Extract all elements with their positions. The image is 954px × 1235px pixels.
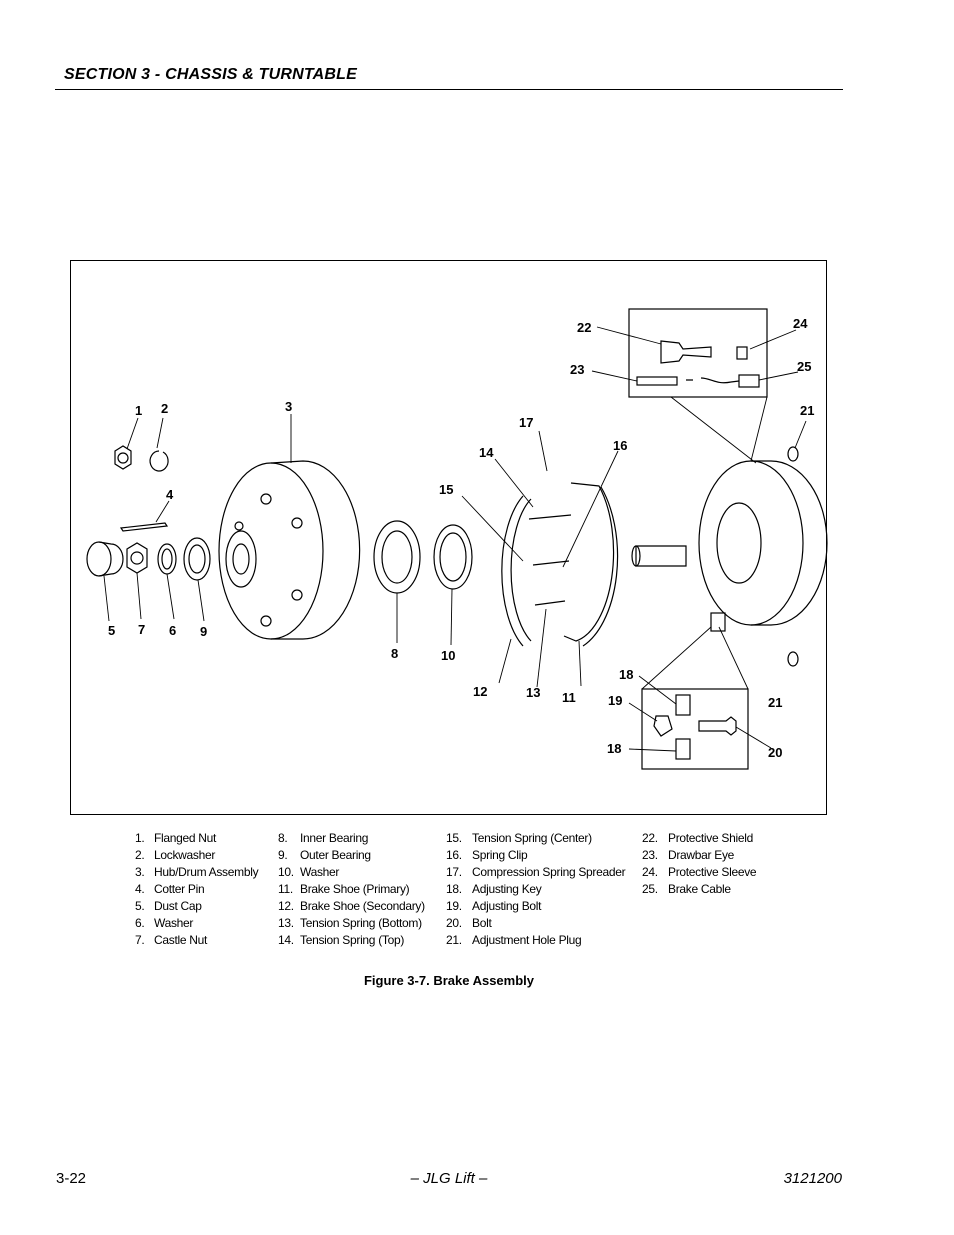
legend-item: 18.Adjusting Key — [446, 882, 542, 896]
legend-item: 4.Cotter Pin — [135, 882, 205, 896]
callout-4: 4 — [166, 487, 174, 502]
legend-item: 14.Tension Spring (Top) — [278, 933, 405, 947]
plug-bottom-drawing — [787, 651, 799, 667]
legend-item: 21.Adjustment Hole Plug — [446, 933, 582, 947]
legend-item: 16.Spring Clip — [446, 848, 528, 862]
callout-5: 5 — [108, 623, 115, 638]
callout-11: 11 — [562, 690, 576, 705]
plug-top-drawing — [787, 446, 799, 462]
legend-item: 8.Inner Bearing — [278, 831, 369, 845]
callout-25: 25 — [797, 359, 811, 374]
footer-publisher: – JLG Lift – — [410, 1170, 488, 1187]
inner-bearing-drawing — [373, 520, 421, 594]
castle-nut-drawing — [126, 542, 148, 574]
legend-item: 17.Compression Spring Spreader — [446, 865, 626, 879]
inset-box-top — [628, 308, 768, 398]
dust-cap-drawing — [86, 541, 124, 577]
callout-22: 22 — [577, 320, 591, 335]
inset-box-bottom — [641, 688, 749, 770]
header-rule — [55, 89, 843, 90]
callout-14: 14 — [479, 445, 494, 460]
callout-9: 9 — [200, 624, 207, 639]
legend-item: 22.Protective Shield — [642, 831, 753, 845]
legend-item: 15.Tension Spring (Center) — [446, 831, 592, 845]
callout-2: 2 — [161, 401, 168, 416]
leader-lines — [103, 326, 807, 752]
lockwasher-drawing — [149, 450, 169, 472]
callout-10: 10 — [441, 648, 455, 663]
legend-item: 7.Castle Nut — [135, 933, 208, 947]
legend-item: 11.Brake Shoe (Primary) — [278, 882, 410, 896]
callout-13: 13 — [526, 685, 540, 700]
outer-bearing-drawing — [183, 537, 211, 581]
callout-21-bottom: 21 — [768, 695, 782, 710]
legend-item: 6.Washer — [135, 916, 194, 930]
callout-24: 24 — [793, 316, 808, 331]
callout-6: 6 — [169, 623, 176, 638]
washer-10-drawing — [433, 524, 473, 590]
callout-16: 16 — [613, 438, 627, 453]
legend-item: 3.Hub/Drum Assembly — [135, 865, 259, 879]
legend-item: 13.Tension Spring (Bottom) — [278, 916, 422, 930]
legend-item: 10.Washer — [278, 865, 340, 879]
callout-19: 19 — [608, 693, 622, 708]
legend-column-2: 8.Inner Bearing 9.Outer Bearing 10.Washe… — [278, 830, 425, 949]
backing-plate-drawing — [631, 460, 828, 632]
legend-item: 2.Lockwasher — [135, 848, 216, 862]
brake-shoes-drawing — [501, 482, 619, 647]
cotter-pin-drawing — [119, 522, 169, 532]
flanged-nut-drawing — [114, 445, 132, 470]
callout-17: 17 — [519, 415, 533, 430]
callout-15: 15 — [439, 482, 453, 497]
callout-1: 1 — [135, 403, 142, 418]
legend-item: 12.Brake Shoe (Secondary) — [278, 899, 425, 913]
callout-20: 20 — [768, 745, 782, 760]
callout-21-top: 21 — [800, 403, 814, 418]
legend-item: 24.Protective Sleeve — [642, 865, 757, 879]
section-header: SECTION 3 - CHASSIS & TURNTABLE — [64, 66, 358, 83]
legend-column-3: 15.Tension Spring (Center) 16.Spring Cli… — [446, 830, 626, 949]
callout-7: 7 — [138, 622, 145, 637]
legend-item: 1.Flanged Nut — [135, 831, 217, 845]
legend-item: 23.Drawbar Eye — [642, 848, 735, 862]
washer-drawing — [157, 543, 177, 575]
legend-item: 9.Outer Bearing — [278, 848, 371, 862]
adjuster-parts-drawing — [653, 694, 737, 760]
callout-23: 23 — [570, 362, 584, 377]
callout-3: 3 — [285, 399, 292, 414]
figure-frame: 1 2 3 4 5 6 7 8 9 10 11 12 13 14 15 16 1… — [70, 260, 828, 815]
legend-column-1: 1.Flanged Nut 2.Lockwasher 3.Hub/Drum As… — [135, 830, 259, 949]
hub-drum-drawing — [218, 460, 361, 640]
legend-column-4: 22.Protective Shield 23.Drawbar Eye 24.P… — [642, 830, 757, 898]
brake-assembly-diagram: 1 2 3 4 5 6 7 8 9 10 11 12 13 14 15 16 1… — [86, 308, 828, 770]
legend-item: 5.Dust Cap — [135, 899, 202, 913]
legend-item: 25.Brake Cable — [642, 882, 731, 896]
callout-18-bottom: 18 — [607, 741, 621, 756]
legend-item: 19.Adjusting Bolt — [446, 899, 542, 913]
legend-item: 20.Bolt — [446, 916, 492, 930]
callout-12: 12 — [473, 684, 487, 699]
footer-doc-number: 3121200 — [783, 1170, 842, 1187]
footer-page-number: 3-22 — [56, 1170, 87, 1187]
figure-caption: Figure 3-7. Brake Assembly — [363, 973, 535, 988]
callout-8: 8 — [391, 646, 398, 661]
cable-parts-drawing — [636, 340, 760, 388]
callout-18-top: 18 — [619, 667, 633, 682]
